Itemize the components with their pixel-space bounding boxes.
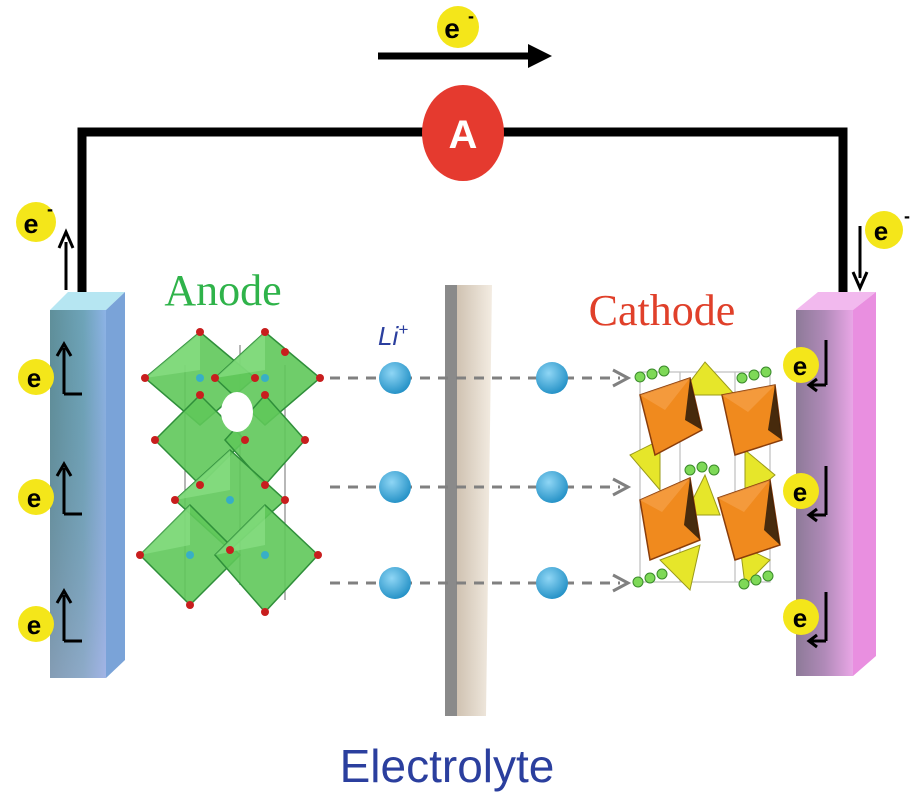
electrolyte-label: Electrolyte [340, 740, 555, 792]
ion-paths [330, 376, 620, 585]
electron-cathode-2: e [783, 466, 828, 523]
lithium-ion [379, 567, 411, 599]
svg-text:e: e [793, 603, 807, 633]
svg-text:-: - [468, 6, 474, 26]
lithium-ion [536, 471, 568, 503]
lithium-ion [536, 567, 568, 599]
anode-current-collector [50, 292, 125, 678]
cathode-crystal-structure [629, 361, 783, 591]
lithium-ion-label: Li+ [378, 320, 408, 351]
svg-text:e: e [27, 483, 41, 513]
svg-text:e: e [27, 610, 41, 640]
lithium-ions [379, 362, 568, 599]
svg-text:e: e [793, 477, 807, 507]
electron-anode-2: e [18, 461, 82, 516]
electron-anode-1: e [18, 341, 82, 396]
electron-anode-3: e [18, 588, 82, 643]
lithium-ion [536, 362, 568, 394]
electron-flow-top: e - [378, 6, 552, 68]
svg-text:e: e [27, 363, 41, 393]
lithium-ion [379, 471, 411, 503]
svg-text:e: e [793, 351, 807, 381]
electron-cathode-1: e [783, 340, 828, 393]
lithium-ion [379, 362, 411, 394]
ammeter-circle [422, 85, 504, 181]
svg-text:e: e [23, 209, 38, 239]
electron-cathode-3: e [783, 592, 828, 649]
svg-text:e: e [874, 216, 888, 246]
ammeter: A [422, 85, 504, 181]
svg-text:-: - [904, 206, 910, 226]
svg-text:-: - [47, 199, 53, 219]
electron-anode-top: e - [16, 199, 75, 290]
ammeter-label: A [449, 113, 478, 157]
anode-crystal-structure [136, 328, 324, 616]
electron-cathode-top: e - [851, 206, 910, 292]
svg-text:e: e [444, 13, 460, 44]
cathode-label: Cathode [589, 286, 736, 335]
separator [445, 285, 492, 716]
anode-label: Anode [164, 266, 281, 315]
